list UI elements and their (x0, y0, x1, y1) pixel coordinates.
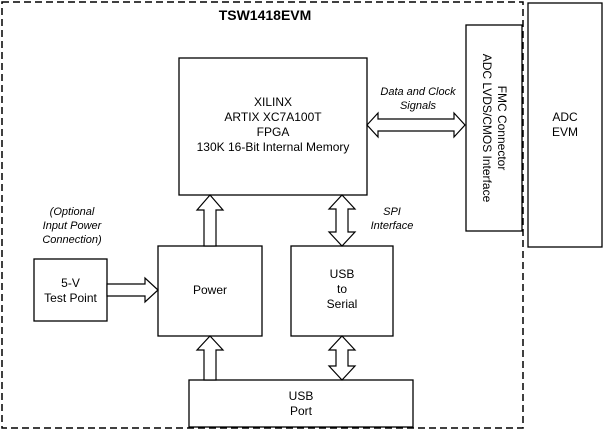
fpga-line-3: FPGA (256, 125, 290, 139)
arrow-fpga-fmc (366, 111, 466, 139)
adc-evm-block (527, 2, 603, 248)
fpga-line-2: ARTIX XC7A100T (224, 110, 322, 124)
data-clock-line-2: Signals (399, 100, 437, 112)
data-clock-line-1: Data and Clock (380, 86, 456, 98)
board-title: TSW1418EVM (218, 7, 312, 23)
usb-serial-block (290, 245, 394, 337)
fpga-line-4: 130K 16-Bit Internal Memory (196, 140, 350, 154)
optional-power-line-2: Input Power (42, 220, 102, 232)
usb-serial-line-3: Serial (326, 297, 358, 311)
adc-evm-label: ADC EVM (528, 110, 602, 140)
fmc-connector-block (465, 24, 523, 232)
fpga-block (178, 57, 368, 196)
spi-annotation: SPI Interface (362, 205, 422, 233)
test-point-line-1: 5-V (61, 276, 80, 290)
fmc-line-1: FMC Connector (495, 85, 509, 171)
usb-port-block (188, 379, 414, 428)
usb-serial-line-2: to (336, 282, 347, 296)
arrow-fpga-usb-serial (327, 194, 357, 247)
optional-power-annotation: (Optional Input Power Connection) (22, 205, 122, 247)
test-point-line-2: Test Point (44, 291, 97, 305)
fmc-line-2: ADC LVDS/CMOS Interface (480, 53, 494, 203)
spi-line-2: Interface (370, 220, 414, 232)
fpga-line-1: XILINX (253, 95, 292, 109)
power-line-1: Power (192, 283, 227, 297)
fmc-connector-label: FMC Connector ADC LVDS/CMOS Interface (479, 28, 509, 228)
test-point-label: 5-V Test Point (34, 276, 107, 306)
adc-evm-line-1: ADC (552, 110, 578, 124)
adc-evm-line-2: EVM (551, 125, 578, 139)
power-label: Power (158, 283, 262, 298)
usb-port-line-1: USB (288, 389, 314, 403)
arrow-usbserial-usbport (327, 335, 357, 381)
spi-line-1: SPI (383, 206, 401, 218)
arrow-usbport-power (195, 335, 225, 381)
test-point-block (33, 258, 108, 322)
data-clock-annotation: Data and Clock Signals (368, 85, 468, 113)
usb-serial-line-1: USB (329, 267, 355, 281)
usb-serial-label: USB to Serial (291, 267, 393, 312)
arrow-power-fpga (195, 194, 225, 247)
arrow-testpoint-power (106, 276, 159, 304)
usb-port-label: USB Port (189, 389, 413, 419)
usb-port-line-2: Port (289, 404, 312, 418)
fpga-label: XILINX ARTIX XC7A100T FPGA 130K 16-Bit I… (179, 95, 367, 155)
optional-power-line-1: (Optional (49, 206, 95, 218)
optional-power-line-3: Connection) (42, 234, 102, 246)
